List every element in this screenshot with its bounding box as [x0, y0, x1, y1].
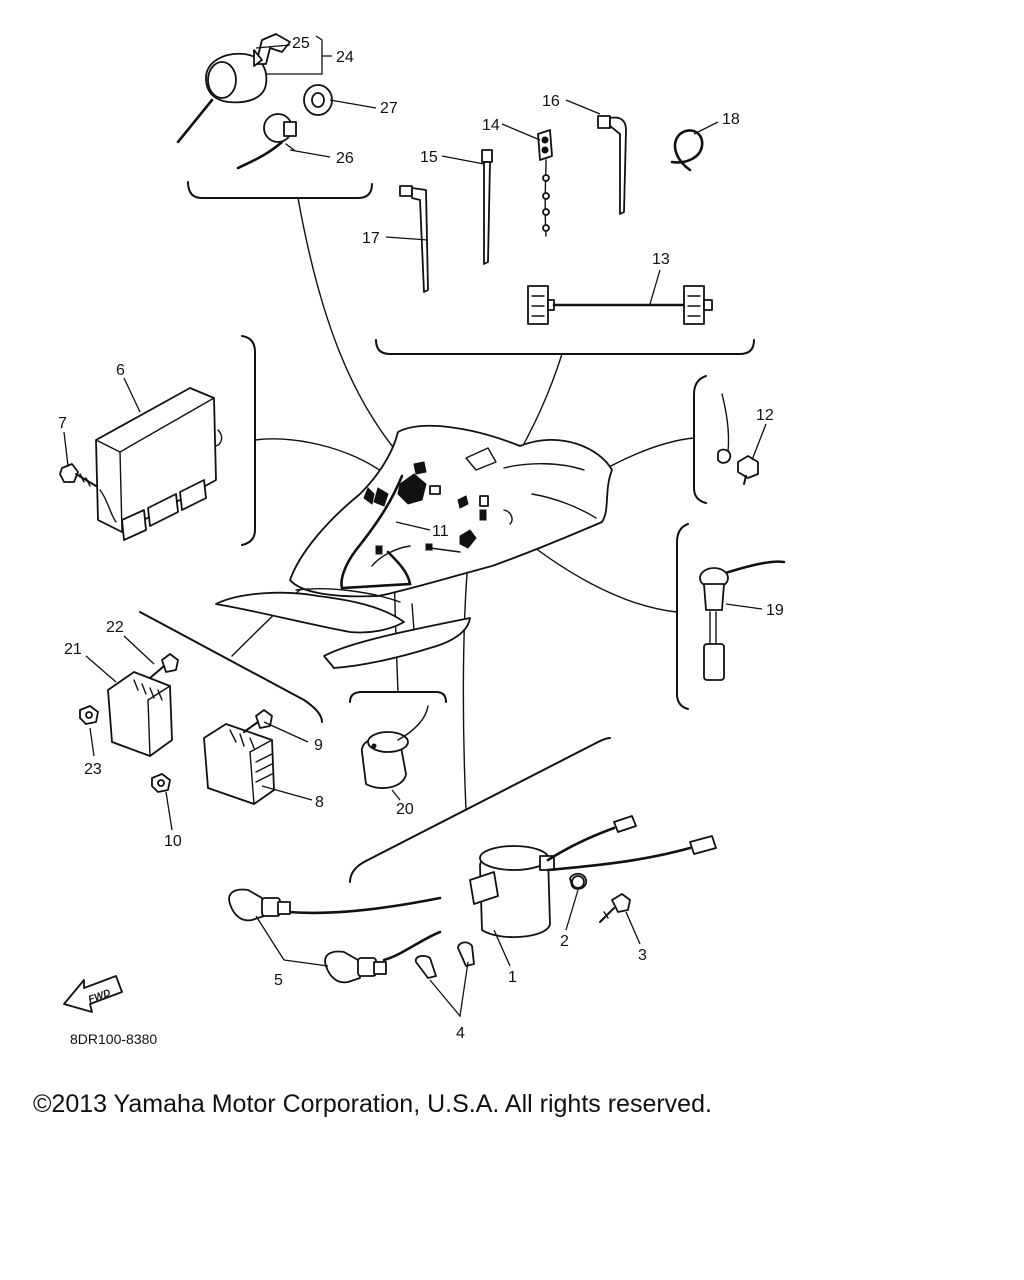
part-4-clamps — [414, 941, 475, 979]
callout-2: 2 — [560, 933, 569, 950]
callout-4: 4 — [456, 1025, 465, 1042]
fwd-arrow: FWD — [63, 975, 123, 1013]
callout-15: 15 — [420, 149, 438, 166]
drawing-code: 8DR100-8380 — [70, 1031, 157, 1047]
part-20-condenser — [361, 705, 429, 789]
leader-lines — [63, 35, 767, 1018]
chassis-frame — [215, 424, 613, 669]
part-7-bolt — [59, 463, 97, 487]
part-2-washer — [571, 875, 585, 889]
part-19-sensor — [699, 560, 786, 681]
callout-25: 25 — [292, 35, 310, 52]
callout-13: 13 — [652, 251, 670, 268]
part-24-25-main-switch — [176, 33, 291, 144]
part-9-bolt — [243, 709, 273, 733]
group-brackets — [139, 181, 755, 883]
callout-19: 19 — [766, 602, 784, 619]
callout-23: 23 — [84, 761, 102, 778]
callout-10: 10 — [164, 833, 182, 850]
callout-14: 14 — [482, 117, 500, 134]
callout-12: 12 — [756, 407, 774, 424]
callout-7: 7 — [58, 415, 67, 432]
callout-1: 1 — [508, 969, 517, 986]
callout-26: 26 — [336, 150, 354, 167]
callout-3: 3 — [638, 947, 647, 964]
part-22-bolt — [149, 653, 179, 679]
callout-16: 16 — [542, 93, 560, 110]
part-18-clamp — [670, 129, 704, 172]
callout-8: 8 — [315, 794, 324, 811]
part-8-rectifier — [203, 723, 275, 805]
callout-22: 22 — [106, 619, 124, 636]
part-16-cable-tie — [597, 115, 627, 215]
electrical-parts-diagram: 25 24 27 26 16 14 18 15 17 13 6 7 12 11 … — [58, 33, 786, 1047]
part-26-switch — [236, 113, 297, 170]
callout-9: 9 — [314, 737, 323, 754]
part-5-plug-caps — [228, 888, 442, 984]
part-15-cable-tie — [481, 149, 493, 265]
callout-17: 17 — [362, 230, 380, 247]
callout-numbers: 25 24 27 26 16 14 18 15 17 13 6 7 12 11 … — [58, 35, 784, 1042]
part-12-ground-lead — [717, 393, 759, 485]
callout-6: 6 — [116, 362, 125, 379]
copyright-notice: ©2013 Yamaha Motor Corporation, U.S.A. A… — [33, 1090, 712, 1118]
callout-24: 24 — [336, 49, 354, 66]
part-10-nut — [151, 773, 171, 793]
part-3-screw — [599, 893, 631, 923]
part-14-connector-clip — [537, 129, 553, 237]
callout-5: 5 — [274, 972, 283, 989]
callout-18: 18 — [722, 111, 740, 128]
part-23-nut — [79, 705, 99, 725]
callout-21: 21 — [64, 641, 82, 658]
part-27-collar — [303, 84, 333, 116]
part-21-regulator — [107, 671, 173, 757]
callout-20: 20 — [396, 801, 414, 818]
part-17-cable-tie — [399, 185, 429, 293]
callout-11: 11 — [432, 523, 449, 540]
part-1-ignition-coil — [469, 815, 717, 939]
part-6-cdi-unit — [95, 387, 223, 541]
callout-27: 27 — [380, 100, 398, 117]
part-13-wire-lead — [527, 285, 713, 325]
